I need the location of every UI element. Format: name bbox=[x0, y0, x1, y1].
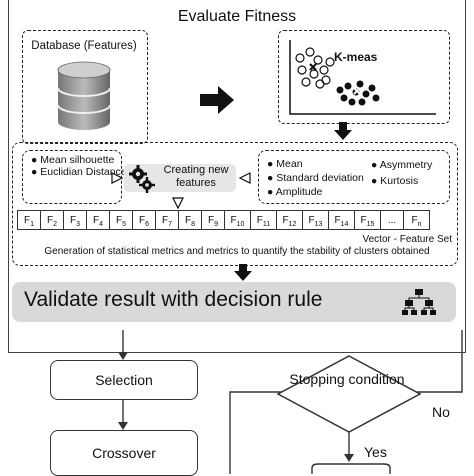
feature-cell: F6 bbox=[132, 210, 156, 230]
triangle-right-icon bbox=[111, 172, 124, 184]
triangle-down-icon bbox=[172, 197, 184, 210]
decision-tree-icon bbox=[402, 289, 436, 315]
feature-cell: F14 bbox=[328, 210, 355, 230]
metric-item: ● Mean silhouette bbox=[31, 154, 115, 166]
metric-item: ● Asymmetry bbox=[371, 159, 433, 171]
scatter-icon bbox=[289, 40, 436, 115]
feature-cell: F8 bbox=[178, 210, 202, 230]
feature-cell: F15 bbox=[354, 210, 381, 230]
feature-cell: ... bbox=[380, 210, 404, 230]
database-label: Database (Features) bbox=[31, 40, 137, 52]
creating-features-label: Creating new features bbox=[163, 164, 229, 189]
stopping-condition-diamond bbox=[276, 355, 422, 433]
yes-label: Yes bbox=[364, 444, 387, 460]
kmeans-box bbox=[278, 30, 450, 124]
stopping-condition-label: Stopping condition bbox=[289, 371, 405, 387]
metric-item: ● Standard deviation bbox=[267, 172, 364, 184]
feature-cell: F13 bbox=[302, 210, 329, 230]
diagram-title: Evaluate Fitness bbox=[177, 8, 297, 25]
validate-box bbox=[12, 282, 456, 322]
flow-connectors bbox=[118, 330, 463, 474]
feature-cell: Fn bbox=[403, 210, 430, 230]
feature-cell: F1 bbox=[17, 210, 41, 230]
metric-item: ● Kurtosis bbox=[371, 175, 419, 187]
metrics-group-box bbox=[12, 142, 458, 266]
cluster-metrics-box: ● Mean silhouette ● Euclidian Distance bbox=[22, 150, 127, 204]
arrow-down-icon bbox=[234, 264, 252, 281]
feature-cell: F10 bbox=[224, 210, 251, 230]
triangle-left-icon bbox=[238, 172, 251, 184]
feature-vector: F1 F2 F3 F4 F5 F6 F7 F8 F9 F10 F11 F12 F… bbox=[17, 210, 430, 230]
selection-step: Selection bbox=[50, 360, 198, 400]
database-box bbox=[22, 30, 148, 144]
gears-icon bbox=[129, 165, 155, 193]
vector-label: Vector - Feature Set bbox=[362, 234, 453, 245]
no-label: No bbox=[432, 404, 450, 420]
arrow-down-icon bbox=[334, 122, 352, 140]
feature-cell: F11 bbox=[250, 210, 277, 230]
feature-cell: F12 bbox=[276, 210, 303, 230]
feature-cell: F9 bbox=[201, 210, 225, 230]
database-icon bbox=[57, 61, 111, 130]
metric-item: ● Mean bbox=[267, 158, 303, 170]
generation-label: Generation of statistical metrics and me… bbox=[44, 246, 430, 257]
arrow-right-icon bbox=[200, 86, 234, 114]
feature-cell: F5 bbox=[109, 210, 133, 230]
statistical-metrics-box: ● Mean ● Standard deviation ● Amplitude … bbox=[258, 150, 450, 204]
metric-item: ● Euclidian Distance bbox=[31, 165, 127, 178]
feature-cell: F7 bbox=[155, 210, 179, 230]
kmeans-label: K-meas bbox=[334, 50, 378, 64]
feature-cell: F2 bbox=[40, 210, 64, 230]
feature-cell: F3 bbox=[63, 210, 87, 230]
evaluate-fitness-frame bbox=[8, 0, 466, 353]
crossover-step: Crossover bbox=[50, 430, 198, 476]
validate-label: Validate result with decision rule bbox=[24, 288, 323, 311]
feature-cell: F4 bbox=[86, 210, 110, 230]
metric-item: ● Amplitude bbox=[267, 186, 323, 198]
